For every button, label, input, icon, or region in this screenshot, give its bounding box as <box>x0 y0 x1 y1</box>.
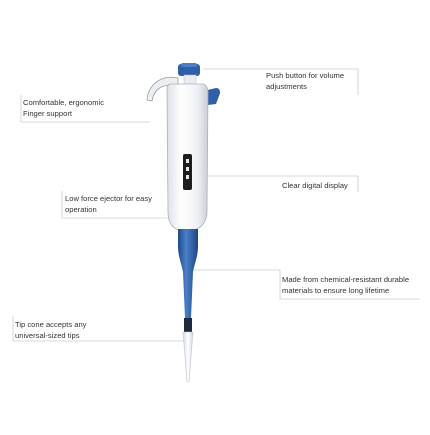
leader-finger <box>20 95 150 123</box>
callout-ejector: Low force ejector for easy operation <box>65 193 152 215</box>
leader-ejector <box>61 191 168 219</box>
callout-tip-cone: Tip cone accepts any universal-sized tip… <box>15 319 86 341</box>
push-button-top <box>181 63 197 67</box>
pipette-tip <box>182 331 194 383</box>
callout-display: Clear digital display <box>282 180 348 191</box>
leader-push <box>203 68 359 95</box>
push-button-stem <box>183 74 197 86</box>
leader-lines <box>12 68 420 342</box>
callout-finger-support: Comfortable, ergonomic Finger support <box>23 97 104 119</box>
callout-finger-support-line1: Comfortable, ergonomic <box>23 98 105 107</box>
blue-shaft <box>178 229 198 318</box>
callout-material-line1: Made from chemical-resistant durable <box>282 275 410 284</box>
callout-push-button-line1: Push button for volume <box>266 71 345 80</box>
callout-ejector-line1: Low force ejector for easy <box>65 194 152 203</box>
callout-push-button: Push button for volume adjustments <box>266 70 344 92</box>
digital-display <box>183 154 192 190</box>
callout-display-line1: Clear digital display <box>282 181 348 190</box>
callout-tip-cone-line1: Tip cone accepts any <box>15 320 87 329</box>
callout-material-line2: materials to ensure long lifetime <box>282 286 390 295</box>
callout-tip-cone-line2: universal-sized tips <box>15 331 80 340</box>
leader-material <box>193 269 420 300</box>
leader-display <box>192 175 359 192</box>
tip-cone-ring <box>184 318 192 332</box>
callout-ejector-line2: operation <box>65 205 97 214</box>
leader-tipcone <box>12 316 187 342</box>
callout-push-button-line2: adjustments <box>266 82 307 91</box>
callout-material: Made from chemical-resistant durable mat… <box>282 274 409 296</box>
display-digits <box>186 159 189 179</box>
callout-finger-support-line2: Finger support <box>23 109 72 118</box>
